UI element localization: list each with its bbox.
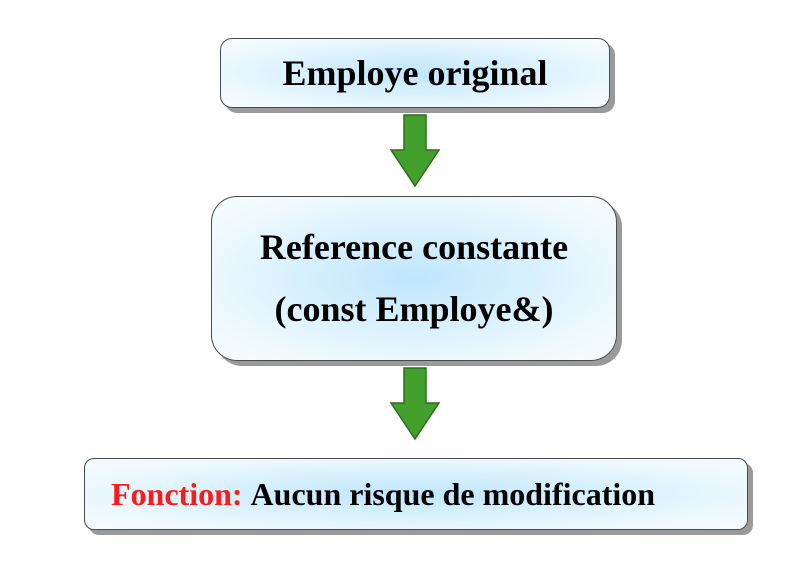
reference-constante-label: Reference constante — [259, 227, 569, 268]
fonction-box: Fonction: Aucun risque de modification — [84, 458, 748, 530]
fonction-description-label: Aucun risque de modification — [250, 475, 656, 512]
employe-original-box: Employe original — [220, 38, 610, 108]
reference-constante-box: Reference constante (const Employe&) — [211, 196, 617, 361]
fonction-prefix-label: Fonction: — [111, 475, 243, 512]
const-employe-label: (const Employe&) — [274, 288, 554, 329]
employe-original-label: Employe original — [282, 53, 548, 93]
down-arrow-icon — [389, 114, 441, 188]
down-arrow-icon — [389, 367, 441, 441]
